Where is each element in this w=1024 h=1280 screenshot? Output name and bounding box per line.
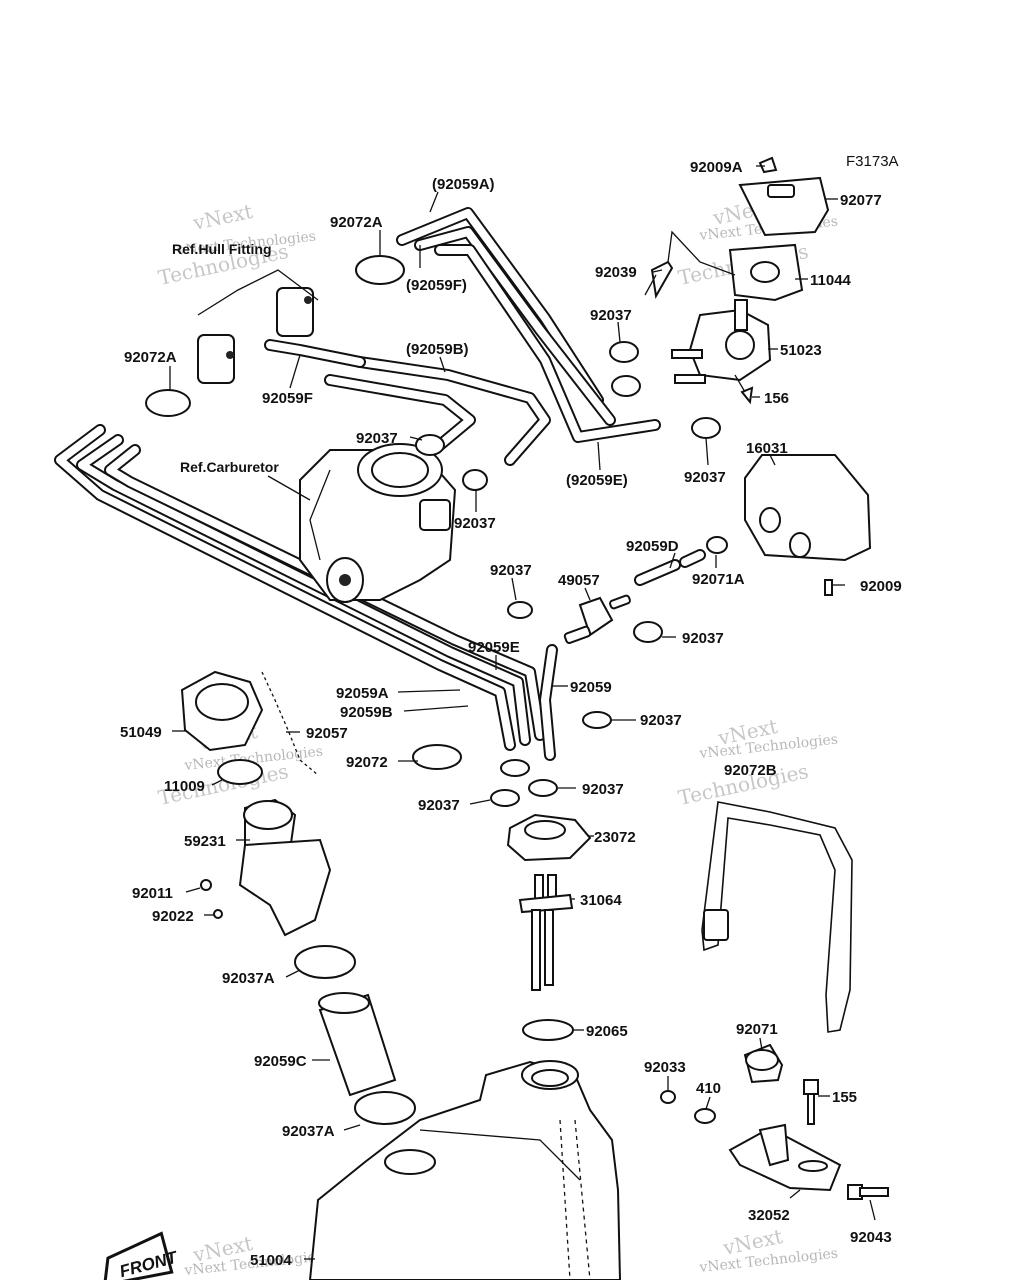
part-label: 32052 xyxy=(748,1207,790,1224)
hull-fitting: Ref.Hull Fitting xyxy=(172,241,319,384)
part-label: 155 xyxy=(832,1089,857,1106)
part-label: 51023 xyxy=(780,342,822,359)
leader-lines xyxy=(169,165,876,1260)
part-label: 92037 xyxy=(418,797,460,814)
part-label: 92037 xyxy=(454,515,496,532)
part-label: 92039 xyxy=(595,264,637,281)
part-label: 92022 xyxy=(152,908,194,925)
part-label: 92037A xyxy=(222,970,275,987)
watermark-line1: vNext xyxy=(190,199,255,235)
ref-hull-fitting: Ref.Hull Fitting xyxy=(172,241,272,257)
fuel-pickup xyxy=(506,813,592,1041)
part-label: 92059C xyxy=(254,1053,307,1070)
part-labels: 92009A 92077 (92059A) 92072A 92039 11044… xyxy=(120,159,902,1269)
part-label: 23072 xyxy=(594,829,636,846)
part-label: 92059D xyxy=(626,538,679,555)
part-label: 92037A xyxy=(282,1123,335,1140)
part-label: 92072 xyxy=(346,754,388,771)
part-label: 59231 xyxy=(184,833,226,850)
damper-block xyxy=(706,454,872,596)
part-label: 92071A xyxy=(692,571,745,588)
clamp-92072 xyxy=(412,744,462,770)
part-label: 11009 xyxy=(164,778,205,795)
part-label: 92009 xyxy=(860,578,902,595)
part-label: 92033 xyxy=(644,1059,686,1076)
part-label: (92059A) xyxy=(432,176,495,193)
part-label: 92077 xyxy=(840,192,882,209)
part-label: 51049 xyxy=(120,724,162,741)
part-label: 156 xyxy=(764,390,789,407)
carburetor: Ref.Carburetor xyxy=(180,443,457,603)
part-label: 92071 xyxy=(736,1021,778,1038)
clamps-92037 xyxy=(415,341,721,807)
part-label: 92059E xyxy=(468,639,520,656)
part-label: (92059E) xyxy=(566,472,628,489)
part-label: 11044 xyxy=(810,272,852,289)
mount-parts xyxy=(660,1043,889,1200)
part-label: 92072B xyxy=(724,762,777,779)
part-label: 16031 xyxy=(746,440,788,457)
part-label: 92037 xyxy=(682,630,724,647)
part-label: 92037 xyxy=(356,430,398,447)
inline-filter xyxy=(563,594,631,644)
part-label: 31064 xyxy=(580,892,622,909)
part-label: (92059F) xyxy=(406,277,467,294)
part-label: (92059B) xyxy=(406,341,469,358)
part-label: 410 xyxy=(696,1080,721,1097)
part-label: 92037 xyxy=(684,469,726,486)
fuel-valve-assembly xyxy=(644,156,830,405)
part-label: 92065 xyxy=(586,1023,628,1040)
front-mark: FRONT xyxy=(102,1231,180,1280)
part-label: 92037 xyxy=(590,307,632,324)
part-label: 92059 xyxy=(570,679,612,696)
vent-hoses xyxy=(54,207,706,761)
part-label: 92059A xyxy=(336,685,389,702)
clamps-92072a xyxy=(145,255,405,417)
tank-strap xyxy=(701,801,853,1033)
part-label: 92037 xyxy=(582,781,624,798)
part-label: 92059B xyxy=(340,704,393,721)
part-label: 92037 xyxy=(640,712,682,729)
part-label: 92043 xyxy=(850,1229,892,1246)
part-label: 92059F xyxy=(262,390,313,407)
part-label: 92057 xyxy=(306,725,348,742)
part-label: 92072A xyxy=(124,349,177,366)
filler-cap-assembly xyxy=(180,670,416,1125)
part-label: 92072A xyxy=(330,214,383,231)
part-label: 92009A xyxy=(690,159,743,176)
part-label: 49057 xyxy=(558,572,600,589)
part-label: 92011 xyxy=(132,885,173,902)
ref-carburetor: Ref.Carburetor xyxy=(180,459,279,475)
figure-code: F3173A xyxy=(846,153,899,170)
part-label: 51004 xyxy=(250,1252,292,1269)
part-label: 92037 xyxy=(490,562,532,579)
fuel-tank xyxy=(308,1060,622,1280)
